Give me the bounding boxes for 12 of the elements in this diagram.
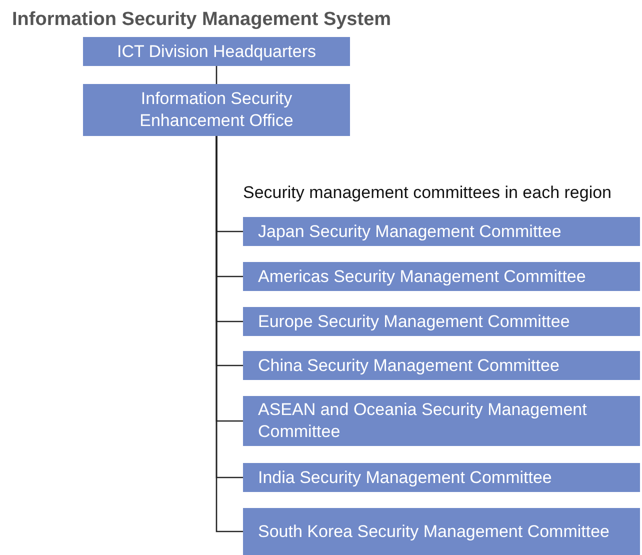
section-label: Security management committees in each region [243, 182, 612, 204]
org-box: ICT Division Headquarters [83, 37, 350, 66]
org-box: China Security Management Committee [243, 351, 640, 380]
org-box: Information Security Enhancement Office [83, 84, 350, 136]
org-box: South Korea Security Management Committee [243, 508, 640, 555]
org-box: India Security Management Committee [243, 463, 640, 492]
org-box: Americas Security Management Committee [243, 262, 640, 291]
diagram-title: Information Security Management System [12, 8, 392, 32]
connector-line [216, 66, 218, 84]
org-box: Europe Security Management Committee [243, 307, 640, 336]
org-box: ASEAN and Oceania Security Management Committee [243, 396, 640, 446]
org-box: Japan Security Management Committee [243, 217, 640, 246]
